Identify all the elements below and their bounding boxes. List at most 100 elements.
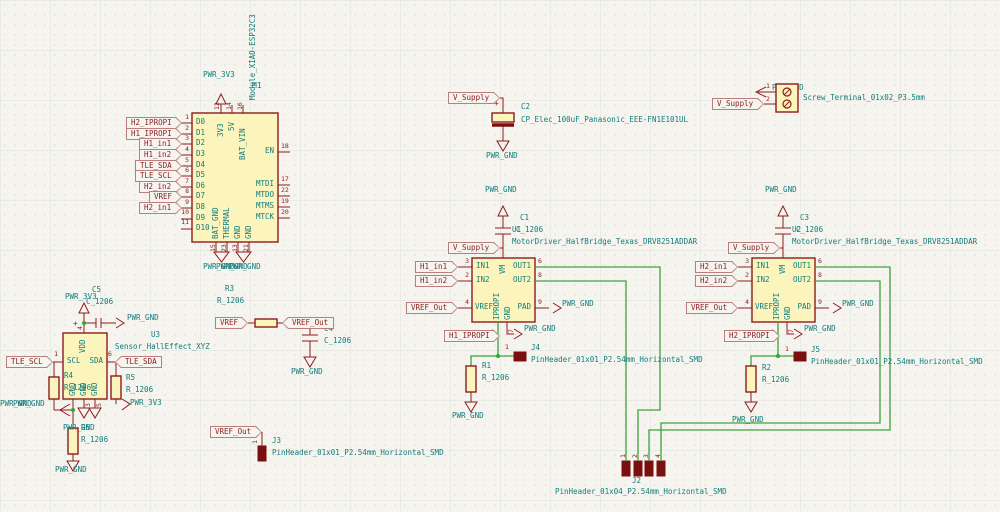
m1-num-7: 7 — [185, 177, 189, 185]
glabel-h2-in1-m1[interactable]: H2_in1 — [139, 202, 182, 214]
r4-value: R_1206 — [64, 383, 92, 392]
glabel-h1-ipropi[interactable]: H1_IPROPI — [444, 330, 500, 342]
glabel-h1-ipropi-text: H1_IPROPI — [449, 331, 490, 341]
r3-body[interactable] — [254, 318, 278, 328]
symbol-c2-capacitor[interactable] — [491, 97, 515, 152]
m1-num-3: 3 — [185, 134, 189, 142]
symbol-j3-header[interactable] — [257, 432, 267, 462]
glabel-tle-scl-m1[interactable]: TLE_SCL — [135, 170, 182, 182]
u1-pwrgnd-top: PWR_GND — [485, 185, 517, 194]
symbol-motor-driver[interactable] — [458, 204, 562, 413]
glabel-vref-out-r3[interactable]: VREF_Out — [282, 317, 334, 329]
r3-ref: R3 — [225, 284, 235, 293]
glabel-tle-sda[interactable]: TLE_SDA — [115, 356, 162, 368]
m1-num-20: 20 — [281, 208, 289, 216]
u1-value: MotorDriver_HalfBridge_Texas_DRV8251ADDA… — [512, 237, 698, 246]
u1-ref: U1 — [512, 225, 522, 234]
symbol-j1-screw-terminal[interactable] — [754, 83, 799, 113]
glabel-tle-scl-text: TLE_SCL — [11, 357, 43, 367]
symbol-module-xiao-esp32c3[interactable] — [181, 92, 290, 263]
m1-num-6: 6 — [185, 166, 189, 174]
glabel-h2-in2-m1-text: H2_in2 — [144, 182, 172, 192]
u3-body[interactable] — [62, 332, 108, 400]
driver-body[interactable] — [471, 257, 536, 323]
glabel-tle-scl[interactable]: TLE_SCL — [6, 356, 53, 368]
module-top-bottom-pins — [215, 104, 250, 252]
m1-pin-d5: D5 — [196, 170, 206, 179]
u3-plus: + — [73, 319, 78, 328]
glabel-h1-in2[interactable]: H1_in2 — [415, 275, 458, 287]
j1-num-1: 1 — [766, 82, 770, 90]
glabel-vref-m1[interactable]: VREF — [149, 191, 182, 203]
u3-pwr3v3: PWR_3V3 — [65, 292, 97, 301]
r5-pwr3v3: PWR_3V3 — [130, 398, 162, 407]
u1-num-2: 2 — [465, 271, 469, 279]
u1-num-9: 9 — [538, 298, 542, 306]
glabel-vref-out-j3[interactable]: VREF_Out — [210, 426, 262, 438]
glabel-tle-scl-m1-text: TLE_SCL — [140, 171, 172, 181]
c2-value: CP_Elec_100uF_Panasonic_EEE-FN1E101UL — [521, 115, 689, 124]
screw-slot-icon — [783, 100, 791, 108]
u2-pwrgnd-top: PWR_GND — [765, 185, 797, 194]
r4-ref: R4 — [64, 371, 74, 380]
r2-value: R_1206 — [762, 375, 790, 384]
m1-num-5: 5 — [185, 156, 189, 164]
glabel-v-supply-u1[interactable]: V_Supply — [448, 242, 500, 254]
u2-num-8: 8 — [818, 271, 822, 279]
glabel-vref-out-u2-text: VREF_Out — [691, 303, 728, 313]
u2-pin-pad: PAD — [797, 302, 811, 311]
c2-body[interactable] — [491, 112, 515, 123]
r6-body[interactable] — [67, 427, 79, 455]
m1-pwrgnd-c: PWR_GND — [229, 262, 261, 271]
sense-resistor-body[interactable] — [465, 365, 477, 393]
glabel-h2-in2[interactable]: H2_in2 — [695, 275, 738, 287]
glabel-v-supply-u2[interactable]: V_Supply — [728, 242, 780, 254]
module-body[interactable] — [191, 112, 279, 243]
u2-ref: U2 — [792, 225, 802, 234]
glabel-v-supply-u1-text: V_Supply — [453, 243, 490, 253]
pin-header-pad[interactable] — [513, 351, 527, 362]
glabel-h1-in1[interactable]: H1_in1 — [415, 261, 458, 273]
glabel-h1-in1-text: H1_in1 — [420, 262, 448, 272]
glabel-h2-in2-m1[interactable]: H2_in2 — [139, 181, 182, 193]
r4-pwrgnd-b: PWR_GND — [13, 399, 45, 408]
u3-num-1: 1 — [54, 350, 58, 358]
m1-pin-d8: D8 — [196, 202, 206, 211]
pin-header-pad[interactable] — [257, 445, 267, 462]
glabel-h2-ipropi[interactable]: H2_IPROPI — [724, 330, 780, 342]
glabel-tle-sda-m1-text: TLE_SDA — [140, 161, 172, 171]
m1-num-9: 9 — [185, 198, 189, 206]
glabel-v-supply-c2[interactable]: V_Supply — [448, 92, 500, 104]
c1-value: C_1206 — [516, 225, 544, 234]
glabel-h2-in1[interactable]: H2_in1 — [695, 261, 738, 273]
r4-body[interactable] — [48, 376, 60, 400]
glabel-h1-ipropi-m1[interactable]: H1_IPROPI — [126, 128, 182, 140]
glabel-vref-out-u1[interactable]: VREF_Out — [406, 302, 458, 314]
u2-pin-in1: IN1 — [756, 261, 770, 270]
module-right-pins — [278, 151, 290, 219]
glabel-h1-in1-m1[interactable]: H1_in1 — [139, 138, 182, 150]
m1-pin-d2: D2 — [196, 138, 206, 147]
r5-ref: R5 — [126, 373, 136, 382]
c2-ref: C2 — [521, 102, 531, 111]
glabel-h1-in2-m1[interactable]: H1_in2 — [139, 149, 182, 161]
glabel-h1-in2-m1-text: H1_in2 — [144, 150, 172, 160]
j1-num-2: 2 — [766, 95, 770, 103]
glabel-v-supply-c2-text: V_Supply — [453, 93, 490, 103]
r5-body[interactable] — [110, 375, 122, 400]
symbol-u3-hall-sensor[interactable] — [48, 301, 131, 472]
glabel-v-supply-j1[interactable]: V_Supply — [712, 98, 764, 110]
junction-dot — [496, 354, 500, 358]
j1-body[interactable] — [775, 83, 799, 113]
glabel-vref-out-u2[interactable]: VREF_Out — [686, 302, 738, 314]
u1-num-8: 8 — [538, 271, 542, 279]
power-3v3-arrow-icon — [215, 92, 227, 105]
glabel-vref-r3[interactable]: VREF — [215, 317, 248, 329]
glabel-h2-ipropi-m1[interactable]: H2_IPROPI — [126, 117, 182, 129]
c2-wires — [496, 97, 510, 152]
glabel-tle-sda-m1[interactable]: TLE_SDA — [135, 160, 182, 172]
r5-value: R_1206 — [126, 385, 154, 394]
glabel-h2-ipropi-text: H2_IPROPI — [729, 331, 770, 341]
c5-ref: C5 — [92, 285, 102, 294]
